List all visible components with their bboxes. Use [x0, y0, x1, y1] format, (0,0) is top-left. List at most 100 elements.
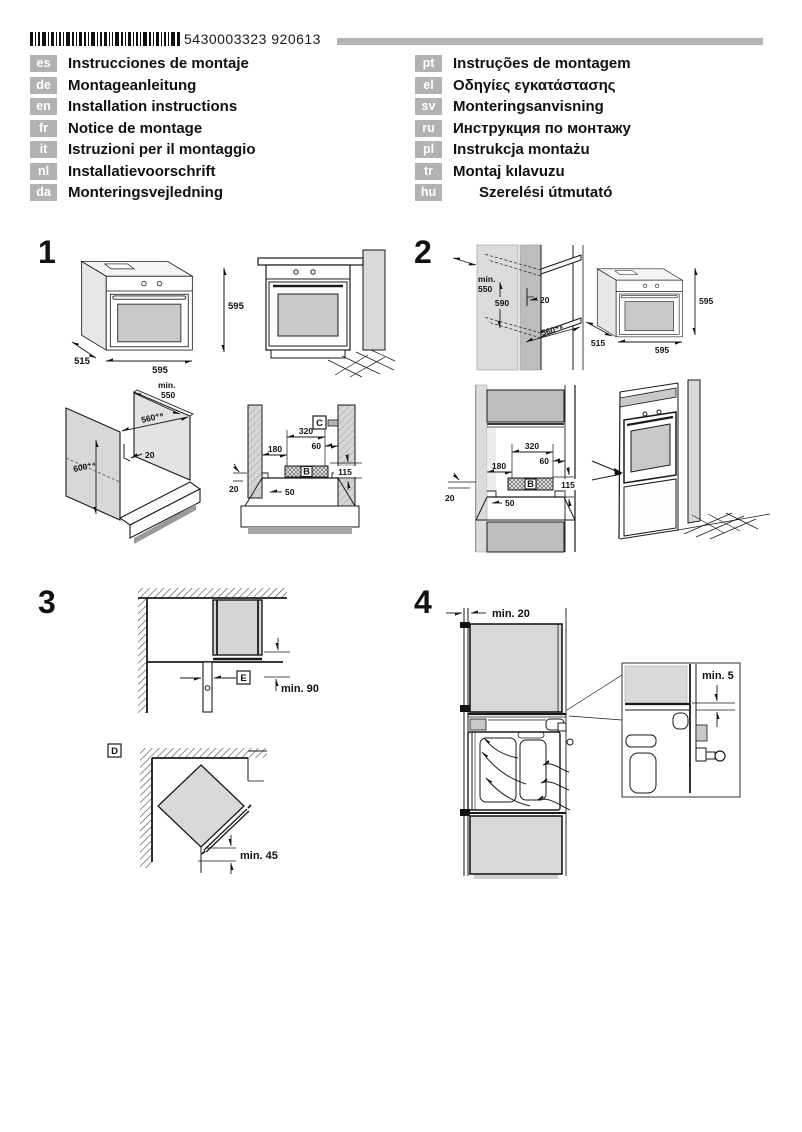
dim-niche-height: 590: [495, 298, 509, 308]
dim-niche-width: 560⁺⁸: [140, 410, 164, 425]
lang-row-hu: hu Szerelési útmutató: [415, 182, 631, 204]
dim-min-90: min. 90: [281, 683, 319, 695]
lang-badge: pl: [415, 141, 442, 159]
lang-badge: ru: [415, 119, 442, 137]
base-niche-section: C 320 60 180 B 115: [229, 404, 362, 534]
ventilation-section: min. 20: [446, 608, 574, 879]
section-number-1: 1: [38, 234, 56, 270]
label-e: E: [240, 673, 246, 684]
section-1-diagrams: 515 595 595: [65, 249, 396, 544]
lang-badge: es: [30, 55, 57, 73]
language-list-right: pt Instruções de montagem el Οδηγίες εγκατ…: [415, 53, 631, 204]
lang-label: Instrukcja montażu: [453, 141, 590, 159]
dim-oven-depth: 515: [591, 338, 605, 348]
header-divider-bar: [337, 38, 763, 45]
dim-min-label: min.: [478, 274, 495, 284]
dim-cutout-width: 320: [525, 441, 539, 451]
lang-row-es: es Instrucciones de montaje: [30, 53, 256, 75]
dim-niche-height: 600⁺⁴: [72, 459, 96, 474]
dim-cutout-width: 320: [299, 426, 313, 436]
lang-label: Instruções de montagem: [453, 55, 631, 73]
lang-label: Installation instructions: [68, 98, 238, 116]
lang-label: Οδηγίες εγκατάστασης: [453, 76, 616, 94]
dim-front-clearance: 50: [505, 498, 515, 508]
barcode-number: 5430003323 920613: [184, 31, 321, 47]
dim-oven-height: 595: [228, 301, 245, 312]
oven-isometric: 515 595 595: [585, 268, 713, 355]
lang-badge: en: [30, 98, 57, 116]
section-2-diagrams: min. 550 590 20 560⁺⁸: [445, 244, 771, 553]
lang-label: Montaj kılavuzu: [453, 162, 565, 180]
section-number-2: 2: [414, 234, 432, 270]
lang-badge: da: [30, 184, 57, 202]
dim-side-clearance: 180: [492, 461, 506, 471]
dim-min-20: min. 20: [492, 608, 530, 620]
lang-row-ru: ru Инструкция по монтажу: [415, 118, 631, 140]
dim-min-label: min.: [158, 380, 175, 390]
dim-min-depth: 550: [161, 390, 175, 400]
lang-label: Installatievoorschrift: [68, 162, 216, 180]
dim-min-45: min. 45: [240, 850, 278, 862]
lang-label: Monteringsvejledning: [68, 184, 224, 202]
dim-min-depth: 550: [478, 284, 492, 294]
dim-oven-height: 595: [699, 296, 713, 306]
lang-label: Инструкция по монтажу: [453, 119, 631, 137]
lang-row-sv: sv Monteringsanvisning: [415, 96, 631, 118]
lang-label: Notice de montage: [68, 119, 203, 137]
lang-row-tr: tr Montaj kılavuzu: [415, 161, 631, 183]
lang-badge: nl: [30, 162, 57, 180]
floor-tiles: [677, 512, 771, 540]
dim-cutout-right: 60: [312, 441, 322, 451]
dim-oven-width: 595: [655, 345, 669, 355]
lang-row-fr: fr Notice de montage: [30, 118, 256, 140]
floor-tiles: [327, 349, 396, 378]
lang-row-en: en Installation instructions: [30, 96, 256, 118]
detail-inset: min. 5: [566, 662, 741, 798]
dim-bottom-gap: 20: [445, 493, 455, 503]
lang-label: Monteringsanvisning: [453, 98, 604, 116]
dim-min-5: min. 5: [702, 670, 734, 682]
dim-rear-gap: 20: [145, 450, 155, 460]
label-c: C: [316, 418, 323, 429]
lang-row-da: da Monteringsvejledning: [30, 182, 256, 204]
label-b: B: [527, 479, 534, 490]
dim-oven-depth: 515: [74, 356, 91, 367]
base-cabinet-open: 20 min. 550 560⁺⁸ 600⁺⁴: [65, 380, 202, 544]
lang-badge: fr: [30, 119, 57, 137]
tall-niche-front: 320 60 180 B 115 50 20: [445, 384, 579, 553]
lang-label: Istruzioni per il montaggio: [68, 141, 256, 159]
label-b: B: [303, 467, 310, 478]
lang-label: Montageanleitung: [68, 76, 197, 94]
dim-bottom-gap: 20: [229, 484, 239, 494]
lang-badge: it: [30, 141, 57, 159]
airflow-arrows: [481, 737, 571, 811]
lang-label: Szerelési útmutató: [479, 184, 613, 202]
lang-badge: sv: [415, 98, 442, 116]
lang-row-it: it Istruzioni per il montaggio: [30, 139, 256, 161]
dim-cutout-right: 60: [540, 456, 550, 466]
section-number-4: 4: [414, 584, 432, 620]
dim-oven-width: 595: [152, 365, 169, 376]
lang-row-pt: pt Instruções de montagem: [415, 53, 631, 75]
dim-side-clearance: 180: [268, 444, 282, 454]
corner-plan-top: E min. 90: [138, 588, 319, 713]
oven-isometric: 515 595 595: [71, 260, 245, 376]
lang-row-pl: pl Instrukcja montażu: [415, 139, 631, 161]
lang-badge: hu: [415, 184, 442, 202]
lang-badge: pt: [415, 55, 442, 73]
section-3-diagrams: E min. 90 D: [107, 588, 319, 874]
section-4-diagrams: min. 20: [446, 608, 741, 879]
lang-label: Instrucciones de montaje: [68, 55, 249, 73]
lang-row-nl: nl Installatievoorschrift: [30, 161, 256, 183]
lang-badge: tr: [415, 162, 442, 180]
label-d: D: [111, 746, 118, 757]
lang-badge: el: [415, 76, 442, 94]
oven-front-view: [257, 249, 396, 378]
dim-plinth-height: 115: [561, 480, 575, 490]
dim-plinth-height: 115: [338, 467, 352, 477]
dim-niche-width: 560⁺⁸: [540, 322, 565, 338]
tall-cabinet-cutaway: min. 550 590 20 560⁺⁸: [452, 244, 584, 371]
